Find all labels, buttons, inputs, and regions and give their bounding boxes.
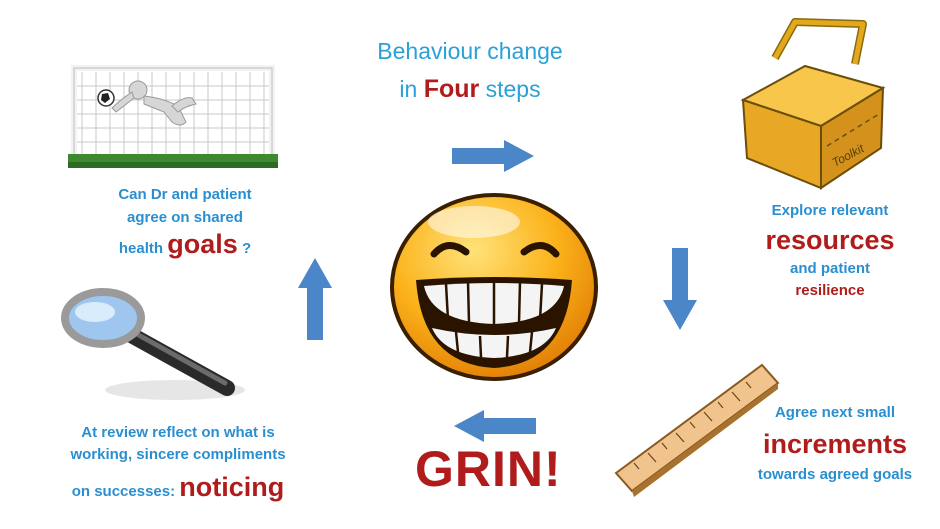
grinning-face-icon — [390, 193, 598, 381]
arrow-up-icon — [298, 258, 332, 340]
arrow-right-icon — [452, 140, 534, 172]
noticing-highlight: noticing — [179, 472, 285, 502]
step-increments-caption: Agree next small increments towards agre… — [740, 402, 930, 486]
soccer-goal-illustration — [68, 65, 278, 168]
step-goals-caption: Can Dr and patient agree on shared healt… — [118, 186, 252, 259]
arrow-left-icon — [454, 410, 536, 442]
toolbox-illustration: Toolkit — [740, 18, 886, 190]
magnifying-glass-icon — [61, 288, 245, 400]
step-resources-caption: Explore relevant resources and patient r… — [730, 200, 930, 302]
title-line-1: Behaviour change — [377, 38, 563, 64]
title-highlight: Four — [423, 75, 480, 103]
diagram-title: Behaviour change in Four steps — [300, 32, 640, 108]
title-line-2: in Four steps — [399, 75, 541, 103]
grin-label: GRIN! — [415, 441, 562, 497]
resources-highlight: resources — [765, 225, 895, 255]
increments-highlight: increments — [762, 429, 908, 459]
step-noticing-caption: At review reflect on what is working, si… — [70, 424, 286, 502]
ruler-illustration — [614, 363, 780, 497]
arrow-down-icon — [663, 248, 697, 330]
goals-highlight: goals — [167, 229, 238, 259]
